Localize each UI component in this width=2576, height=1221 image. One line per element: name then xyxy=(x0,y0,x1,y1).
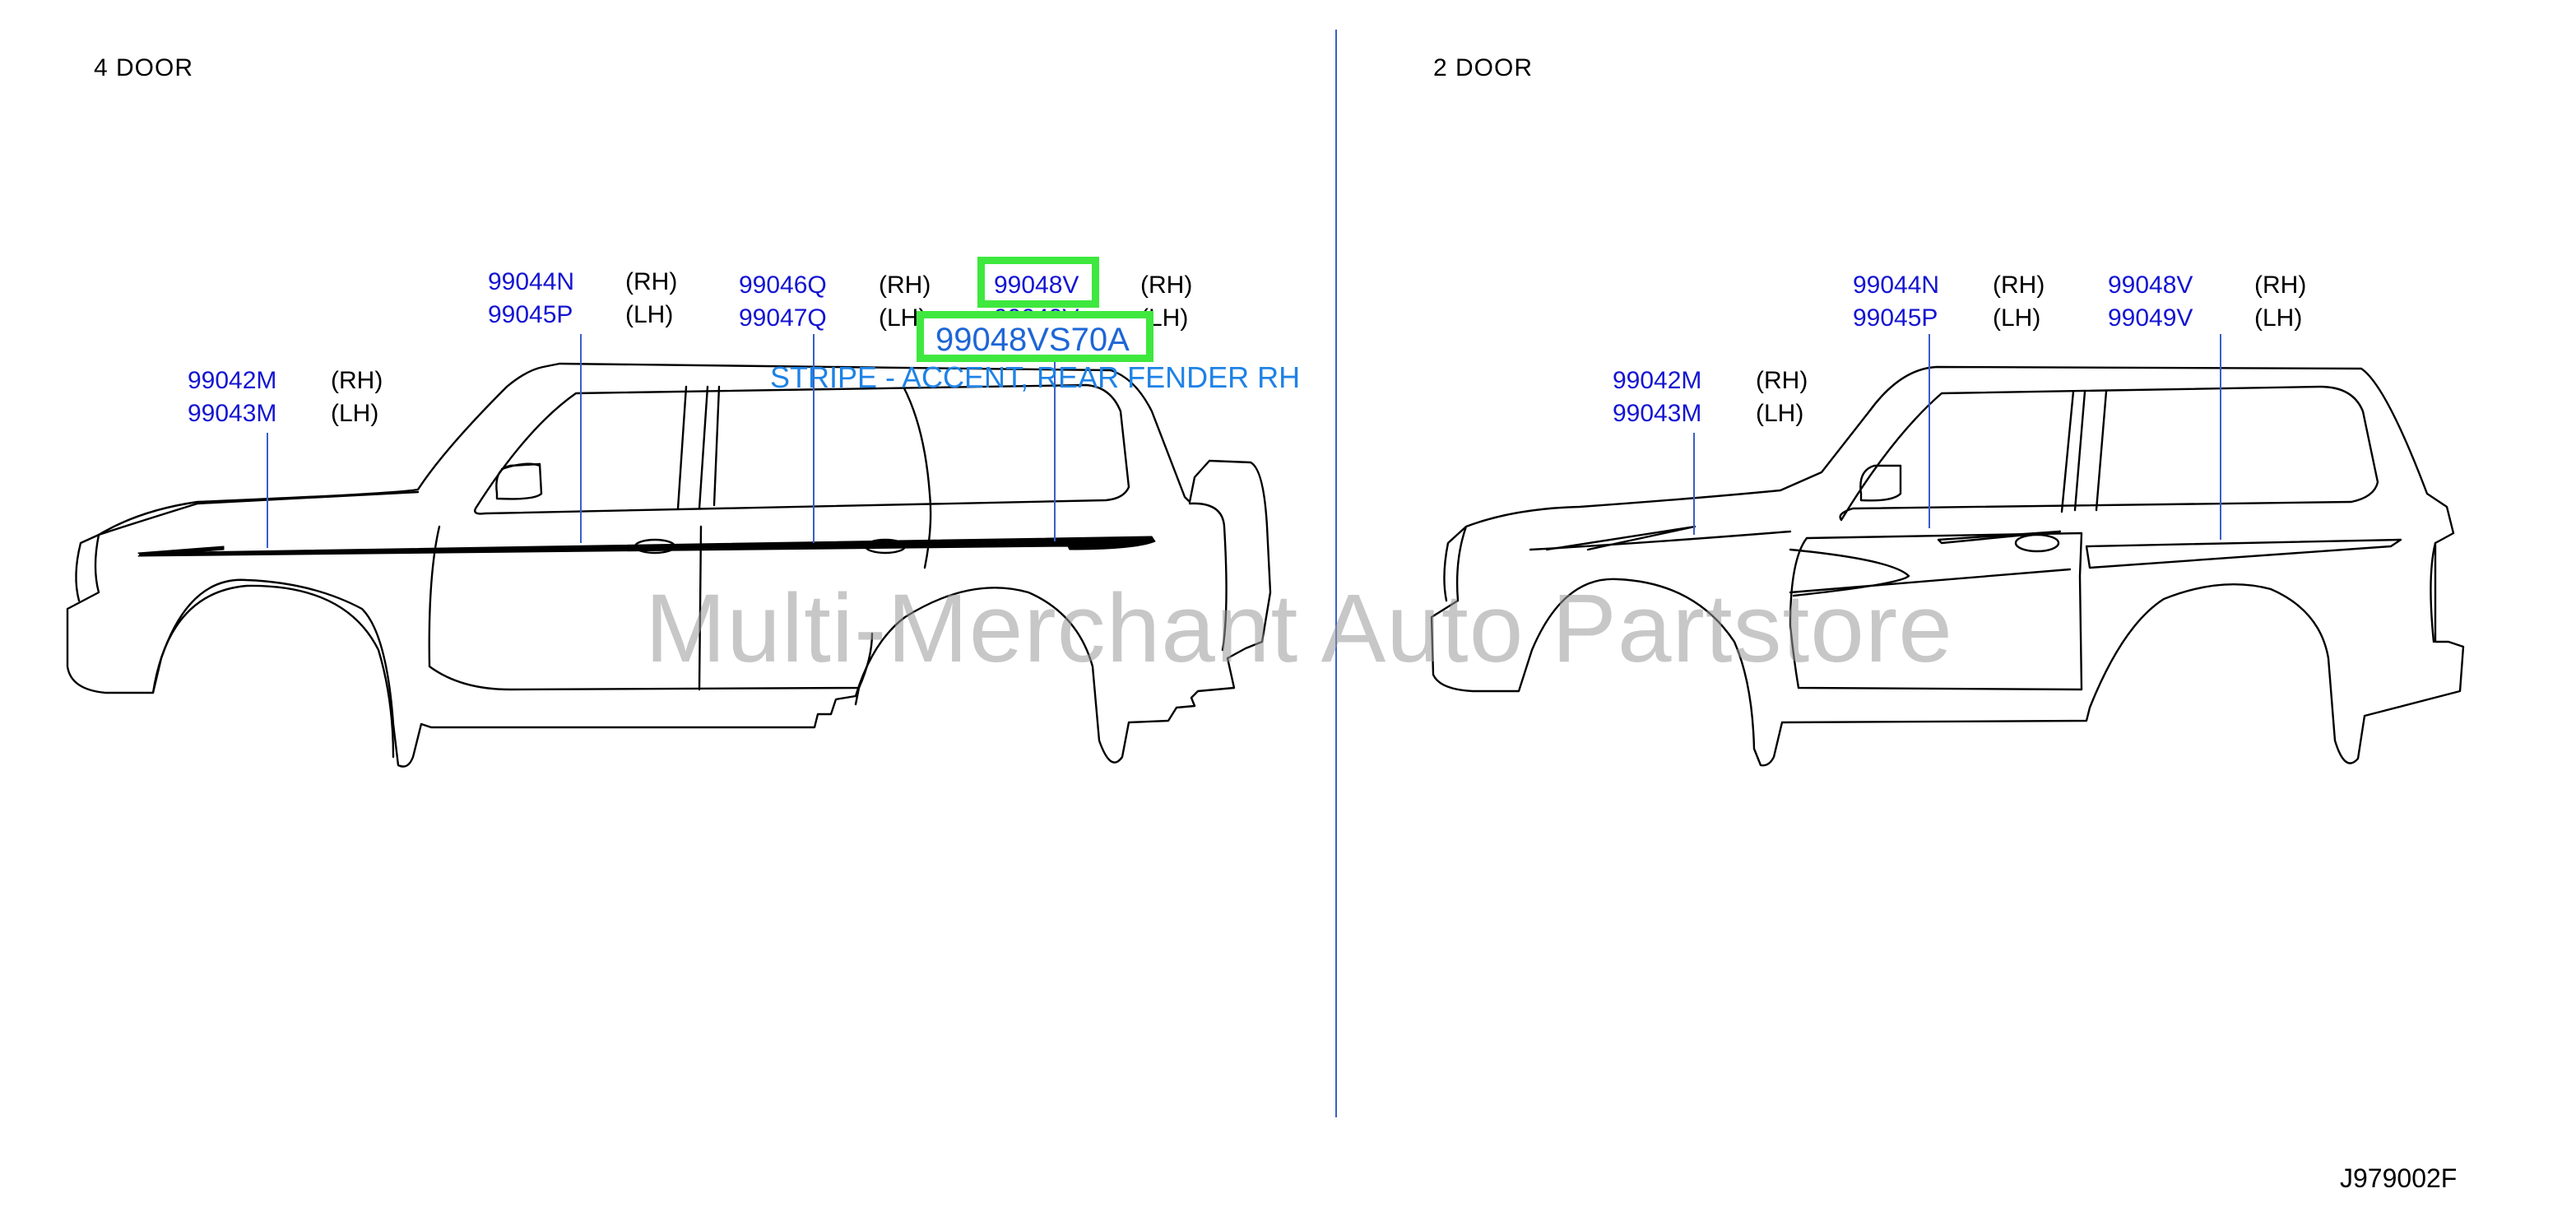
side-label: (RH) xyxy=(1140,272,1193,299)
leader-line-99042m xyxy=(1693,433,1695,535)
leader-line-99044n xyxy=(1929,334,1930,528)
part-number-99043m[interactable]: 99043M xyxy=(1613,400,1702,427)
leader-line-99046q xyxy=(813,334,815,543)
side-label: (RH) xyxy=(879,272,931,299)
side-label: (RH) xyxy=(331,367,383,394)
car-4-door-illustration xyxy=(66,362,1272,768)
section-title-4-door: 4 DOOR xyxy=(94,54,194,81)
side-label: (RH) xyxy=(1993,272,2045,299)
part-number-99043m[interactable]: 99043M xyxy=(188,400,277,427)
side-label: (LH) xyxy=(2254,304,2303,332)
watermark: Multi-Merchant Auto Partstore xyxy=(645,574,1953,683)
part-number-99049v[interactable]: 99049V xyxy=(2108,304,2193,332)
leader-line-99048v xyxy=(2220,334,2221,540)
highlight-description: STRIPE - ACCENT, REAR FENDER RH xyxy=(770,360,1301,394)
section-divider xyxy=(1335,30,1337,1117)
leader-line-99042m xyxy=(267,433,268,548)
figure-code: J979002F xyxy=(2340,1163,2458,1193)
side-label: (RH) xyxy=(1756,367,1808,394)
side-label: (LH) xyxy=(331,400,379,427)
part-number-99045p[interactable]: 99045P xyxy=(1853,304,1938,332)
part-number-99046q[interactable]: 99046Q xyxy=(739,272,827,299)
part-number-99044n[interactable]: 99044N xyxy=(1853,272,1940,299)
part-number-99048v[interactable]: 99048V xyxy=(2108,272,2193,299)
side-label: (LH) xyxy=(1993,304,2041,332)
leader-line-99044n xyxy=(580,334,582,543)
highlight-part-number[interactable]: 99048VS70A xyxy=(935,322,1130,358)
part-number-99042m[interactable]: 99042M xyxy=(1613,367,1702,394)
part-number-99044n[interactable]: 99044N xyxy=(488,268,575,295)
part-number-99042m[interactable]: 99042M xyxy=(188,367,277,394)
part-number-99047q[interactable]: 99047Q xyxy=(739,304,827,332)
highlight-box-99048v xyxy=(977,257,1099,308)
side-label: (RH) xyxy=(625,268,678,295)
part-number-99048v[interactable]: 99048V xyxy=(994,272,1079,299)
side-label: (LH) xyxy=(625,301,674,328)
highlight-box-part[interactable]: 99048VS70A xyxy=(917,311,1153,362)
car-2-door-illustration xyxy=(1430,365,2465,767)
leader-line-99048v xyxy=(1054,336,1056,541)
side-label: (LH) xyxy=(1756,400,1804,427)
part-number-99045p[interactable]: 99045P xyxy=(488,301,573,328)
section-title-2-door: 2 DOOR xyxy=(1433,54,1534,81)
side-label: (RH) xyxy=(2254,272,2307,299)
